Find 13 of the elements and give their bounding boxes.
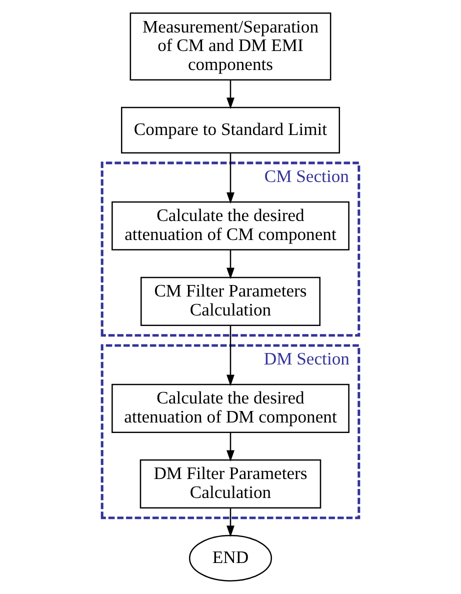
node-box: CM Filter Parameters Calculation xyxy=(140,276,320,326)
node-box: Compare to Standard Limit xyxy=(120,106,340,154)
node-box: Calculate the desired attenuation of CM component xyxy=(112,201,350,250)
arrow xyxy=(226,250,234,280)
arrow xyxy=(226,325,234,386)
arrow xyxy=(226,80,234,109)
node-box: Calculate the desired attenuation of DM component xyxy=(112,384,350,433)
node-ellipse: END xyxy=(188,534,272,582)
node-box: DM Filter Parameters Calculation xyxy=(140,459,322,508)
node-box: Measurement/Separation of CM and DM EMI components xyxy=(130,12,332,80)
arrow xyxy=(226,153,234,204)
arrow xyxy=(226,432,234,462)
arrow xyxy=(226,508,234,538)
